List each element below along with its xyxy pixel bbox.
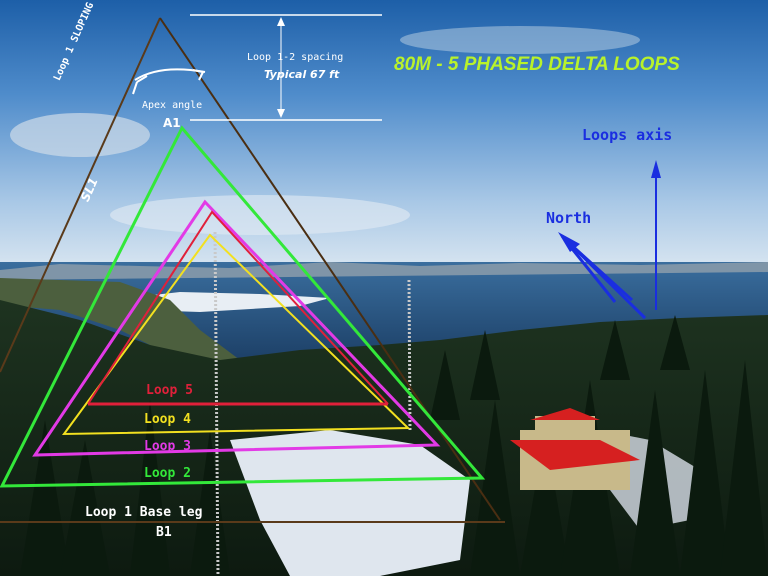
loop-2-triangle	[0, 125, 486, 488]
snow-clearing	[230, 430, 470, 576]
north-label: North	[546, 209, 592, 227]
cloud	[110, 195, 410, 235]
loop-2-label: Loop 2	[144, 466, 191, 481]
loops-axis-label: Loops axis	[582, 126, 673, 144]
building	[510, 408, 640, 490]
loop-3-triangle	[32, 199, 441, 457]
loop-5-triangle	[87, 210, 389, 405]
base-leg-id: B1	[156, 525, 172, 540]
north-arrowhead	[558, 232, 580, 252]
loop-4-label: Loop 4	[144, 412, 191, 427]
loop-3-label: Loop 3	[144, 439, 191, 454]
loop-4-triangle	[62, 233, 411, 436]
tower-right	[407, 279, 412, 431]
distant-hills	[0, 262, 768, 280]
loop-1-triangle	[0, 17, 161, 373]
spacing-value: Typical 67 ft	[264, 68, 340, 81]
trees	[20, 315, 768, 576]
north-arrow	[560, 234, 647, 320]
spacing-arrowhead-bottom	[277, 109, 285, 118]
loop-1-right-leg	[159, 17, 501, 521]
apex-angle-label: Apex angle	[142, 100, 203, 111]
loop-5-label: Loop 5	[146, 383, 193, 398]
cloud	[10, 113, 150, 157]
spacing-label: Loop 1-2 spacing	[247, 52, 344, 63]
diagram-title: 80M - 5 PHASED DELTA LOOPS	[394, 54, 680, 75]
apex-angle-arrow	[132, 69, 204, 95]
loops-axis-arrowhead	[651, 160, 661, 178]
cloud	[400, 26, 640, 54]
apex-id: A1	[163, 116, 181, 130]
spacing-arrowhead-top	[277, 17, 285, 26]
base-leg-label: Loop 1 Base leg	[85, 505, 203, 520]
coast-land	[0, 278, 240, 360]
